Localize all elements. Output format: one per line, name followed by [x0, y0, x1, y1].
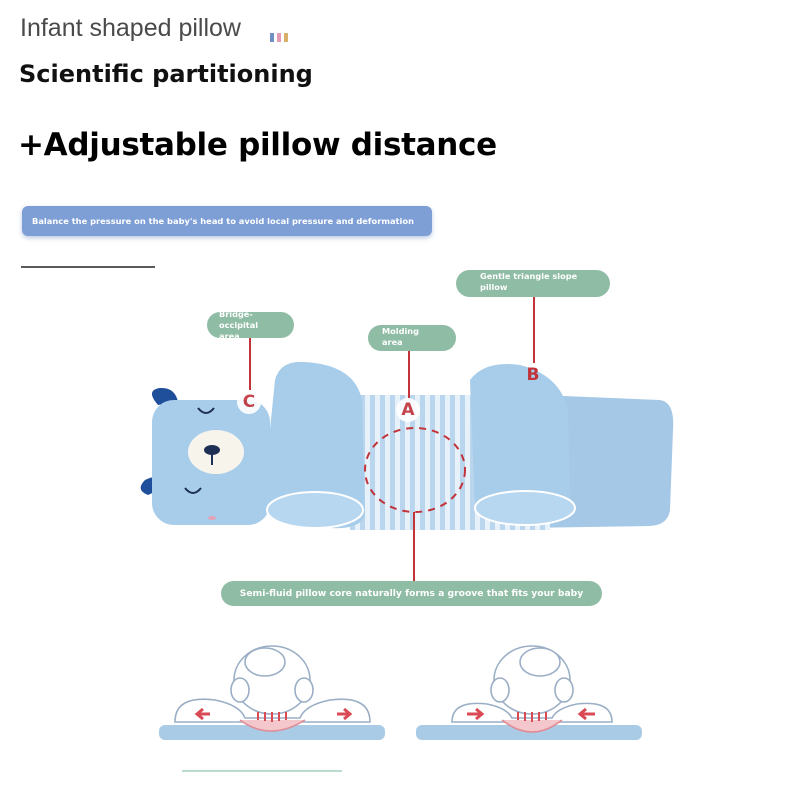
baby-head-icon — [230, 645, 314, 715]
callout-label-c: Bridge- occipital area — [207, 312, 294, 338]
baby-head-icon — [490, 645, 574, 715]
swatch-blue — [270, 33, 274, 42]
right-roll-pillow — [470, 364, 570, 523]
product-title: Infant shaped pillow — [20, 14, 241, 42]
arrow-left-icon — [194, 707, 210, 721]
callout-label-a: Molding area — [368, 325, 456, 351]
bear-head-icon — [140, 387, 270, 525]
arrow-right-icon — [467, 707, 485, 721]
divider-line — [21, 266, 155, 268]
color-swatches — [270, 27, 291, 46]
molding-circle — [364, 427, 466, 513]
diagram-right — [416, 645, 642, 740]
callout-line-a — [408, 351, 410, 398]
heading-scientific: Scientific partitioning — [19, 60, 313, 88]
swatch-gold — [284, 33, 288, 42]
diagram-left — [159, 645, 385, 740]
bottom-divider — [182, 770, 342, 772]
pressure-banner: Balance the pressure on the baby's head … — [22, 206, 432, 236]
letter-b: B — [526, 365, 540, 385]
callout-line-c — [249, 338, 251, 390]
letter-a: A — [396, 398, 420, 422]
pillow-illustration — [140, 361, 674, 530]
left-roll-pillow — [262, 361, 365, 529]
callout-label-b: Gentle triangle slope pillow — [456, 270, 610, 297]
groove-callout: Semi-fluid pillow core naturally forms a… — [221, 581, 602, 606]
swatch-pink — [277, 33, 281, 42]
arrow-left-icon — [577, 707, 595, 721]
letter-c: C — [237, 390, 261, 414]
arrow-right-icon — [337, 707, 353, 721]
heading-adjustable: +Adjustable pillow distance — [18, 127, 497, 163]
callout-line-b — [533, 297, 535, 363]
callout-line-bottom — [413, 512, 415, 581]
